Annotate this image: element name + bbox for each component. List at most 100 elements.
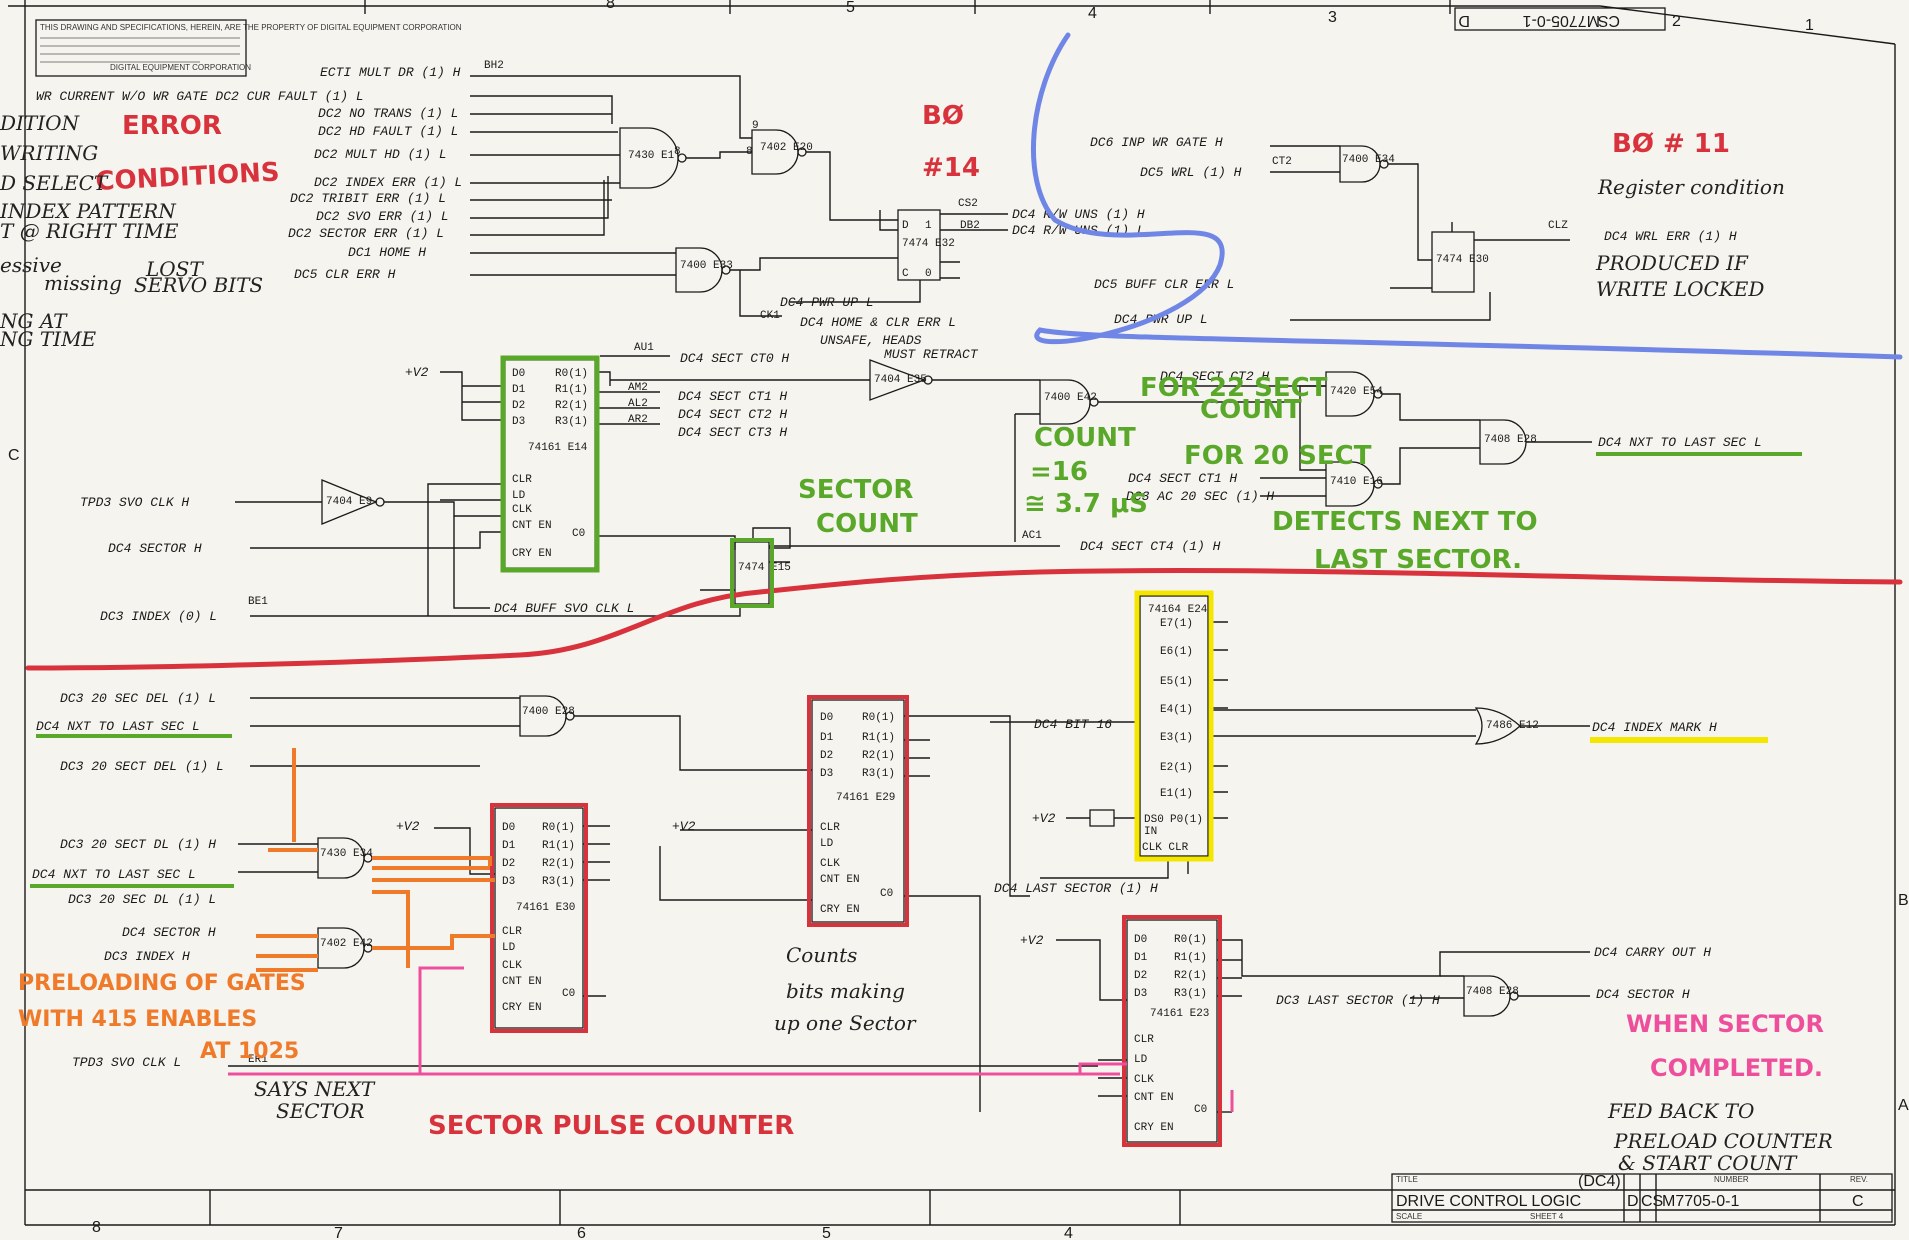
drawing-title: DRIVE CONTROL LOGIC: [1396, 1193, 1581, 1210]
svg-text:D SELECT: D SELECT: [0, 171, 109, 195]
signal-clr-err: DC5 CLR ERR H: [294, 267, 396, 282]
signal-er1: ER1: [248, 1054, 268, 1066]
signal-db2: DB2: [960, 220, 980, 232]
svg-text:CNT EN: CNT EN: [512, 520, 552, 532]
chip-e29: 74161 E29: [836, 792, 895, 804]
chip-e9: 7404 E9: [326, 496, 372, 508]
signal-nxt-to-last-in: DC4 NXT TO LAST SEC L: [36, 719, 200, 734]
svg-text:CRY EN: CRY EN: [1134, 1122, 1174, 1134]
zone-side-b: B: [1898, 892, 1909, 909]
signal-carry-out: DC4 CARRY OUT H: [1594, 945, 1711, 960]
left-margin-notes: DITION WRITING D SELECT INDEX PATTERN T …: [0, 111, 179, 351]
signal-au1: AU1: [634, 342, 654, 354]
svg-text:NG TIME: NG TIME: [0, 327, 97, 351]
signal-tribit-err: DC2 TRIBIT ERR (1) L: [290, 191, 446, 206]
annotation-preload-c: AT 1025: [200, 1039, 299, 1064]
signal-wrl-err: DC4 WRL ERR (1) H: [1604, 229, 1737, 244]
signal-index-err: DC2 INDEX ERR (1) L: [314, 175, 462, 190]
signal-ck1: CK1: [760, 310, 780, 322]
zone-top-4: 4: [1088, 5, 1097, 22]
chip-e34b: 7430 E34: [320, 848, 373, 860]
annotation-fed-back-b: PRELOAD COUNTER: [1613, 1129, 1833, 1153]
signal-svo-err: DC2 SVO ERR (1) L: [316, 209, 449, 224]
annotation-preload-a: PRELOADING OF GATES: [18, 971, 306, 996]
title-sub: (DC4): [1578, 1173, 1621, 1190]
svg-text:D3: D3: [1134, 988, 1147, 1000]
zone-bottom-4: 4: [1064, 1225, 1073, 1240]
svg-text:C0: C0: [562, 988, 575, 1000]
svg-text:R1(1): R1(1): [542, 840, 575, 852]
annotation-detects-a: DETECTS NEXT TO: [1272, 507, 1538, 537]
signal-sect-ct1-h: DC4 SECT CT1 H: [1128, 471, 1237, 486]
signal-al2: AL2: [628, 398, 648, 410]
annotation-count16-c: ≅ 3.7 μS: [1024, 489, 1148, 519]
zone-top-1: 1: [1805, 17, 1814, 34]
annotation-register-condition: Register condition: [1597, 175, 1785, 199]
svg-text:R2(1): R2(1): [862, 750, 895, 762]
svg-text:D2: D2: [512, 400, 525, 412]
signal-v2-d: +V2: [1032, 811, 1056, 826]
green-box-e14: [500, 355, 600, 573]
chip-e33: 7400 E33: [680, 260, 733, 272]
signal-sect-del0: DC3 20 SECT DEL (1) L: [60, 759, 224, 774]
svg-text:8: 8: [746, 146, 753, 158]
svg-text:C0: C0: [1194, 1104, 1207, 1116]
svg-text:R2(1): R2(1): [542, 858, 575, 870]
annotation-conditions: CONDITIONS: [95, 157, 281, 197]
zone-bottom-8: 8: [92, 1219, 101, 1236]
svg-text:C0: C0: [880, 888, 893, 900]
signal-svo-clk: TPD3 SVO CLK H: [80, 495, 189, 510]
signal-sector-out: DC4 SECTOR H: [1596, 987, 1690, 1002]
svg-text:D0: D0: [502, 822, 515, 834]
annotation-lost-b: SERVO BITS: [134, 273, 263, 297]
svg-text:R1(1): R1(1): [1174, 952, 1207, 964]
annotation-says-next-b: SECTOR: [276, 1099, 364, 1123]
svg-text:C: C: [902, 268, 909, 280]
signal-hd-fault: DC2 HD FAULT (1) L: [318, 124, 458, 139]
chip-e54: 7420 E54: [1330, 386, 1383, 398]
svg-text:R1(1): R1(1): [555, 384, 588, 396]
annotation-lost-a: LOST: [145, 257, 204, 281]
signal-home: DC1 HOME H: [348, 245, 426, 260]
chip-e24: 74164 E24: [1148, 604, 1208, 616]
signal-index: DC3 INDEX (0) L: [100, 609, 217, 624]
chip-e1: 7430 E1: [628, 150, 675, 162]
svg-text:DS0: DS0: [1144, 814, 1164, 826]
pink-sector-wire: [228, 966, 1234, 1112]
chip-e23: 74161 E23: [1150, 1008, 1209, 1020]
svg-text:CLR: CLR: [820, 822, 840, 834]
svg-text:M7705-0-1: M7705-0-1: [1523, 12, 1600, 29]
svg-text:2: 2: [1672, 13, 1681, 30]
annotation-for20: FOR 20 SECT: [1184, 441, 1372, 471]
signal-svo-clk-l: TPD3 SVO CLK L: [72, 1055, 181, 1070]
signal-index-h: DC3 INDEX H: [104, 949, 190, 964]
svg-text:T @ RIGHT TIME: T @ RIGHT TIME: [0, 219, 179, 243]
red-box-e23: [1122, 915, 1222, 1147]
svg-text:D1: D1: [820, 732, 834, 744]
green-box-e15: [730, 538, 774, 608]
chip-e34: 7400 E34: [1342, 154, 1395, 166]
svg-text:CRY EN: CRY EN: [512, 548, 552, 560]
svg-text:INDEX PATTERN: INDEX PATTERN: [0, 199, 177, 223]
zone-bottom-6: 6: [577, 1225, 586, 1240]
title-block: TITLE (DC4) DRIVE CONTROL LOGIC D CS NUM…: [1391, 1173, 1893, 1223]
copyright-note: THIS DRAWING AND SPECIFICATIONS, HEREIN,…: [35, 19, 462, 77]
signal-nxt-to-last: DC4 NXT TO LAST SEC L: [1598, 435, 1762, 450]
orange-preload-wires: [256, 748, 495, 972]
annotation-write-locked: WRITE LOCKED: [1596, 277, 1764, 301]
annotation-count16-a: COUNT: [1034, 423, 1136, 453]
chip-e28c: 7408 E28: [1466, 986, 1519, 998]
signal-be1: BE1: [248, 596, 268, 608]
svg-text:essive: essive: [0, 253, 62, 277]
svg-text:THIS DRAWING AND SPECIFICATION: THIS DRAWING AND SPECIFICATIONS, HEREIN,…: [40, 23, 462, 32]
signal-sect-ct0: DC4 SECT CT0 H: [680, 351, 789, 366]
signal-sect-ct2-h: DC4 SECT CT2 H: [1160, 369, 1269, 384]
svg-text:D1: D1: [1134, 952, 1148, 964]
zone-bottom-5: 5: [822, 1225, 831, 1240]
svg-text:R0(1): R0(1): [555, 368, 588, 380]
chip-e30b: 74161 E30: [516, 902, 575, 914]
svg-text:LD: LD: [502, 942, 516, 954]
svg-text:E4(1): E4(1): [1160, 704, 1193, 716]
signal-sect-ct1: DC4 SECT CT1 H: [678, 389, 787, 404]
signal-buff-clr-err: DC5 BUFF CLR ERR L: [1094, 277, 1234, 292]
